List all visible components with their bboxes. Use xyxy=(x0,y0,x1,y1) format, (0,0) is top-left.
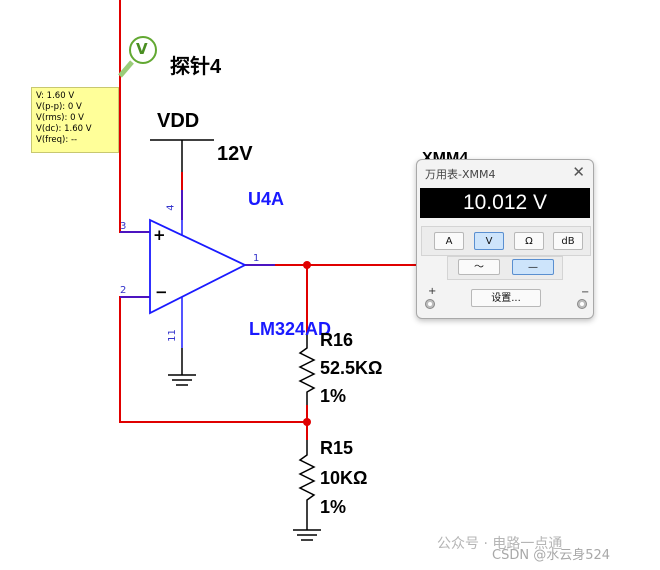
probe-label: 探针4 xyxy=(170,56,222,78)
probe-readout-box: V: 1.60 V V(p-p): 0 V V(rms): 0 V V(dc):… xyxy=(31,87,119,153)
pin-2-label: 2 xyxy=(120,285,127,296)
r16-ref: R16 xyxy=(320,330,354,350)
probe-reading-v: V: 1.60 V xyxy=(36,91,75,101)
r16-tolerance: 1% xyxy=(320,386,347,406)
vdd-label: VDD xyxy=(157,110,200,132)
opamp-ref-label: U4A xyxy=(248,189,285,209)
probe-reading-vdc: V(dc): 1.60 V xyxy=(36,124,92,134)
ground-symbol-r15 xyxy=(293,529,321,541)
r15-tolerance: 1% xyxy=(320,497,347,517)
pin-4-label: 4 xyxy=(165,204,177,211)
multimeter-window[interactable]: 万用表-XMM4 ✕ 10.012 V A V Ω dB ～ — 设置... +… xyxy=(416,159,594,319)
ac-coupling-button[interactable]: ～ xyxy=(458,259,500,275)
ground-symbol-opamp xyxy=(168,348,196,386)
pin-11-label: 11 xyxy=(166,329,178,342)
mode-button-db[interactable]: dB xyxy=(553,232,583,250)
terminal-minus[interactable] xyxy=(577,299,587,309)
probe-reading-vfreq: V(freq): -- xyxy=(36,135,78,145)
wire-inv-feedback[interactable] xyxy=(119,296,307,423)
opamp-minus-sign: − xyxy=(155,283,168,301)
terminal-minus-label: − xyxy=(581,287,590,298)
mode-button-ohmmeter[interactable]: Ω xyxy=(514,232,544,250)
multimeter-title: 万用表-XMM4 xyxy=(425,168,496,181)
watermark-csdn: CSDN @水云身524 xyxy=(492,548,611,563)
junction-output xyxy=(303,261,311,269)
mode-button-ammeter[interactable]: A xyxy=(434,232,464,250)
terminal-plus-label: + xyxy=(428,286,437,297)
r15-value: 10KΩ xyxy=(320,468,368,488)
dc-coupling-button[interactable]: — xyxy=(512,259,554,275)
probe-reading-vrms: V(rms): 0 V xyxy=(36,113,84,123)
pin-1-label: 1 xyxy=(253,253,260,264)
resistor-r15[interactable] xyxy=(298,440,316,530)
probe-reading-vpp: V(p-p): 0 V xyxy=(36,102,82,112)
settings-button[interactable]: 设置... xyxy=(471,289,541,307)
resistor-r16[interactable] xyxy=(298,335,316,405)
vdd-voltage-label: 12V xyxy=(217,143,253,165)
opamp-part-label: LM324AD xyxy=(249,319,332,339)
r16-value: 52.5KΩ xyxy=(320,358,383,378)
terminal-plus[interactable] xyxy=(425,299,435,309)
opamp-plus-sign: + xyxy=(153,226,166,244)
coupling-button-group: ～ — xyxy=(447,256,563,280)
mode-button-group: A V Ω dB xyxy=(421,226,591,256)
pin-3-label: 3 xyxy=(120,221,127,232)
r15-ref: R15 xyxy=(320,438,354,458)
probe-icon-glyph: V xyxy=(136,40,148,58)
close-icon[interactable]: ✕ xyxy=(572,163,585,181)
probe-icon[interactable] xyxy=(118,36,157,78)
junction-r16-r15 xyxy=(303,418,311,426)
multimeter-display: 10.012 V xyxy=(420,188,590,218)
wire-noninv-input[interactable] xyxy=(119,0,150,233)
opamp-body[interactable] xyxy=(149,218,248,315)
mode-button-voltmeter[interactable]: V xyxy=(474,232,504,250)
watermark: 公众号 · 电路一点通 xyxy=(437,536,563,552)
